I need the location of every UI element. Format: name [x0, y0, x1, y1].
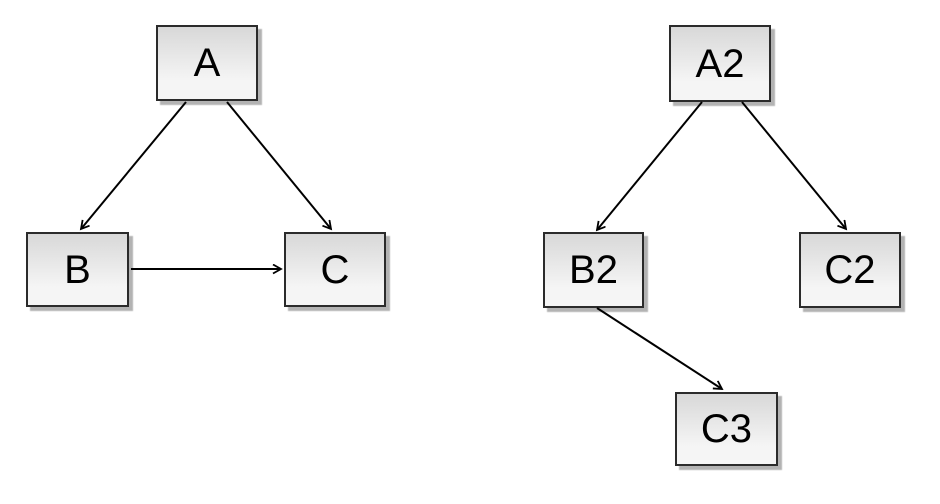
- edge-A-B[interactable]: [81, 101, 187, 229]
- node-label: C2: [824, 248, 876, 292]
- node-label: C3: [700, 407, 753, 451]
- edges-group: [81, 101, 846, 389]
- node-C2[interactable]: C2: [799, 232, 901, 308]
- edge-A-C[interactable]: [226, 101, 331, 229]
- node-C[interactable]: C: [284, 232, 386, 307]
- node-label: A: [193, 41, 221, 85]
- node-label: B2: [569, 248, 618, 292]
- node-label: A2: [695, 41, 745, 86]
- node-C3[interactable]: C3: [675, 392, 778, 466]
- edge-B2-C3[interactable]: [596, 307, 722, 389]
- edge-A2-C2[interactable]: [741, 101, 846, 229]
- node-B2[interactable]: B2: [543, 232, 644, 308]
- node-A[interactable]: A: [156, 25, 258, 101]
- edge-A2-B2[interactable]: [597, 101, 703, 230]
- node-label: C: [320, 247, 350, 292]
- node-A2[interactable]: A2: [669, 25, 771, 102]
- node-B[interactable]: B: [26, 232, 129, 307]
- node-label: B: [64, 247, 91, 292]
